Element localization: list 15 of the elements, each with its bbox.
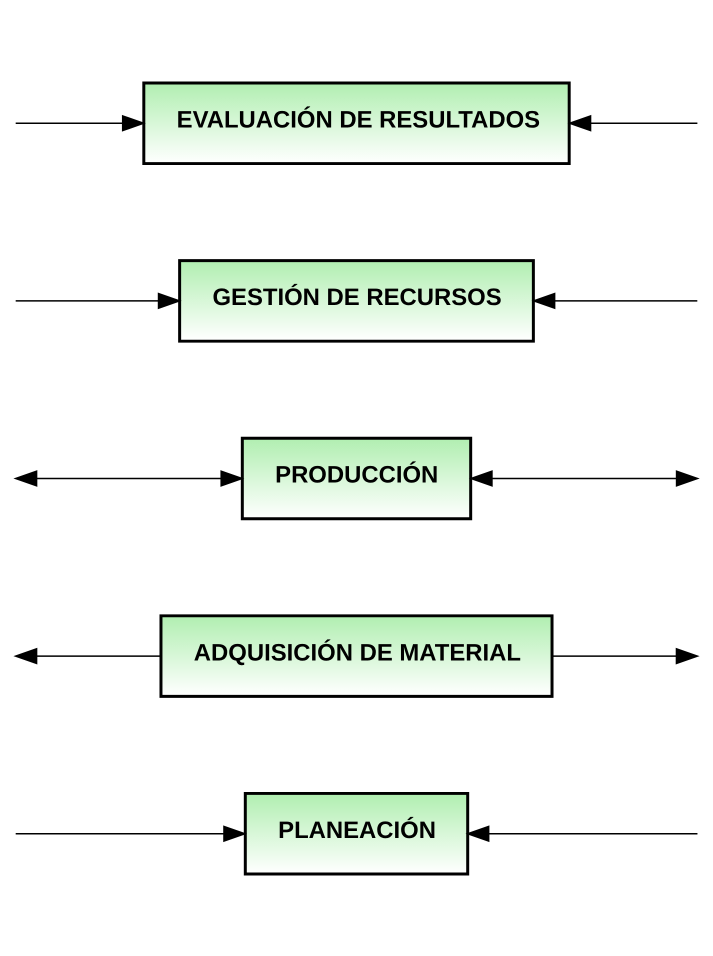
arrow: [16, 114, 146, 132]
arrow: [13, 470, 244, 486]
arrow: [552, 647, 700, 664]
arrow: [16, 824, 248, 842]
arrow: [531, 292, 698, 309]
node-box: PLANEACIÓN: [244, 791, 470, 876]
arrow: [16, 292, 182, 309]
node-box: GESTIÓN DE RECURSOS: [178, 258, 535, 342]
node-box: EVALUACIÓN DE RESULTADOS: [142, 80, 571, 165]
node-box: ADQUISICIÓN DE MATERIAL: [159, 614, 554, 698]
arrow: [567, 114, 698, 132]
arrow: [468, 470, 700, 486]
arrow: [466, 824, 698, 842]
node-box: PRODUCCIÓN: [240, 436, 472, 520]
arrow: [13, 647, 161, 664]
